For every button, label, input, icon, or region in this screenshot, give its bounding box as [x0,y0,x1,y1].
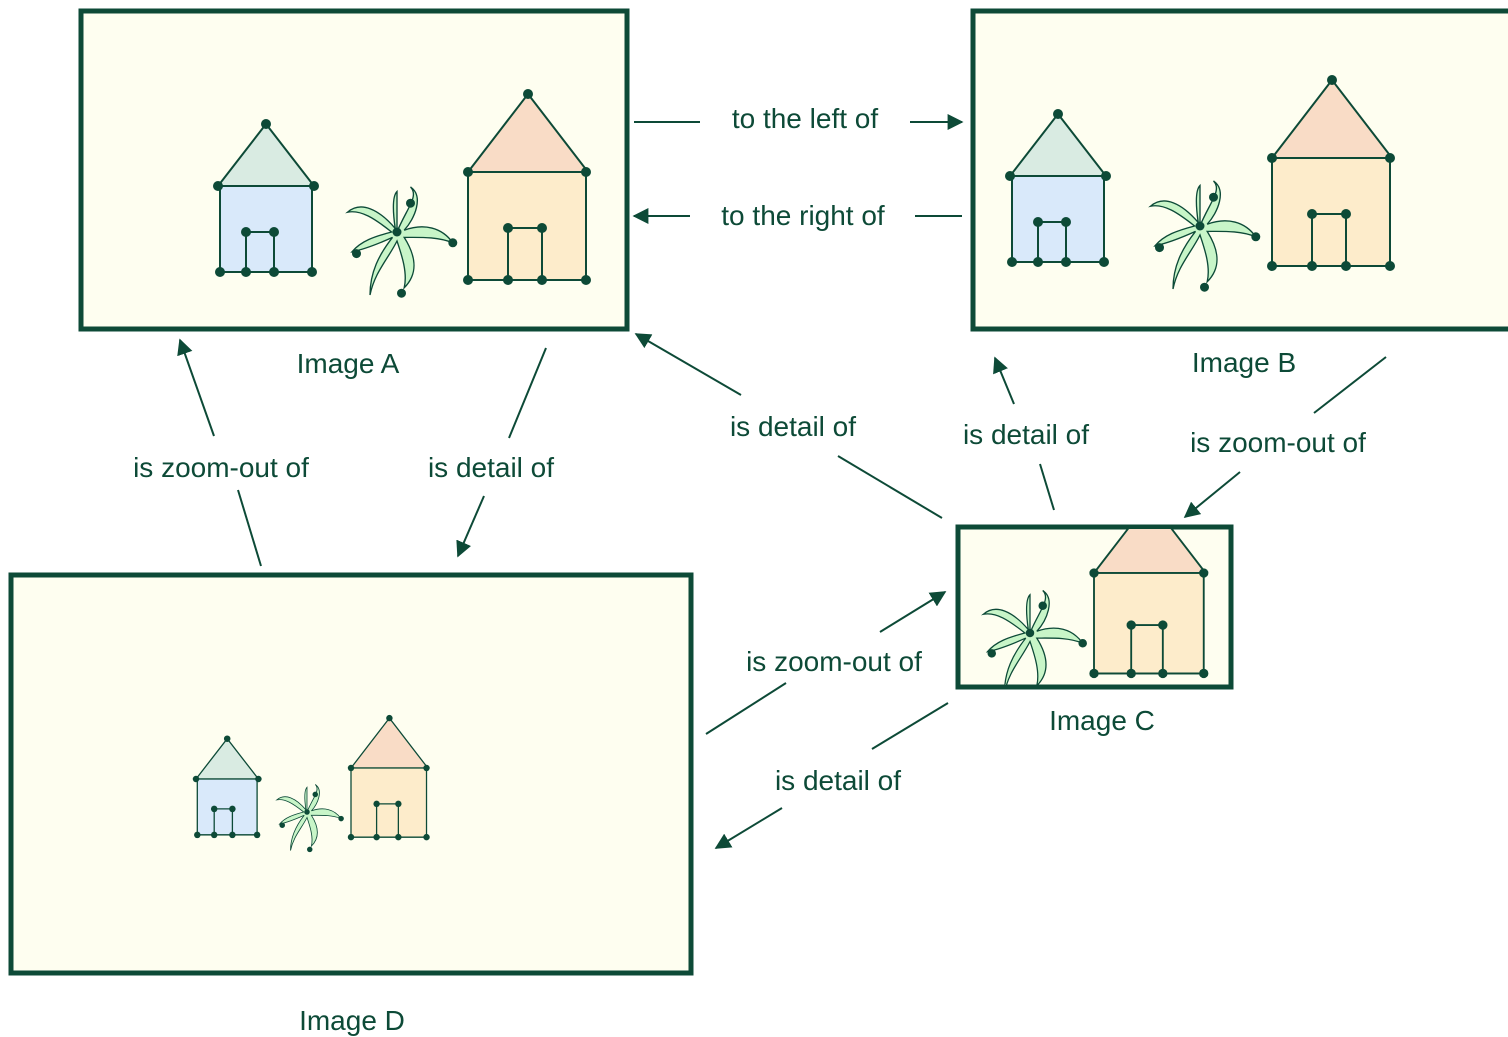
relation-c-detail-of-a [634,333,943,519]
label-to-the-left-of: to the left of [732,103,879,134]
label-c-detail-of-a: is detail of [730,411,856,442]
image-d: Image D [8,572,694,1036]
label-c-detail-of-d: is detail of [775,765,901,796]
image-b: Image B [970,8,1508,378]
label-b-zoom-out-of-c: is zoom-out of [1190,427,1366,458]
image-a: Image A [78,8,630,379]
image-c-title: Image C [1049,705,1155,736]
image-c: Image C [955,524,1234,736]
label-c-detail-of-b: is detail of [963,419,1089,450]
relation-d-zoom-out-of-a [177,338,262,567]
relation-c-detail-of-d [714,702,949,849]
image-d-title: Image D [299,1005,405,1036]
relation-a-detail-of-d [456,347,547,558]
relation-c-detail-of-b [993,356,1055,511]
image-b-title: Image B [1192,347,1296,378]
image-a-title: Image A [297,348,400,379]
relation-d-zoom-out-of-c [705,591,947,735]
label-a-detail-of-d: is detail of [428,452,554,483]
label-to-the-right-of: to the right of [721,200,885,231]
label-d-zoom-out-of-a: is zoom-out of [133,452,309,483]
label-d-zoom-out-of-c: is zoom-out of [746,646,922,677]
relation-b-zoom-out-of-c [1183,356,1387,519]
house-big-icon [1088,529,1210,680]
